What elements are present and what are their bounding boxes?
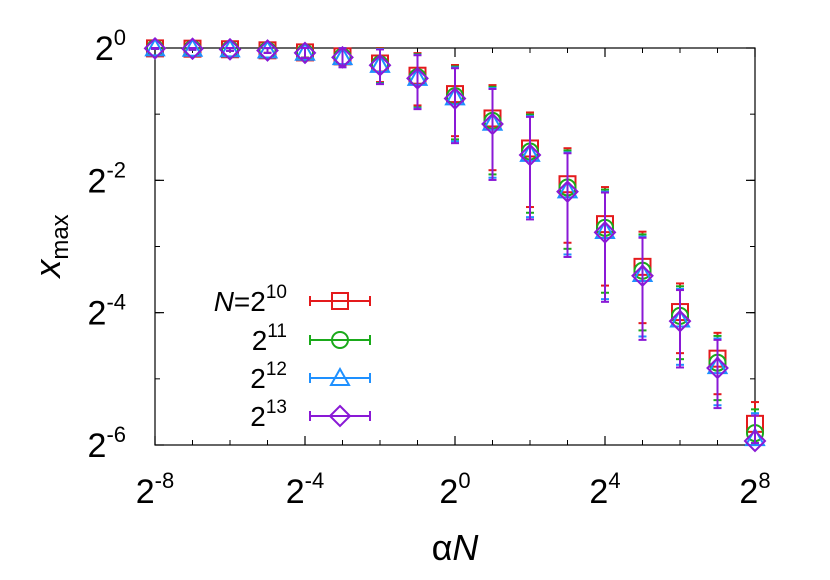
data-point-diamond [293,41,317,65]
x-tick-label-exp: -4 [305,468,325,493]
y-axis-label-sub: max [47,214,74,259]
x-tick-label-base: 2 [589,473,608,511]
y-tick-label-exp: 0 [114,25,126,50]
data-point-diamond [181,37,204,61]
x-tick-label: 2-4 [286,468,324,511]
y-tick-label-base: 2 [88,427,107,465]
x-tick-label: 2-8 [136,468,174,511]
x-tick-label-exp: -8 [155,468,175,493]
x-tick-label-base: 2 [286,473,305,511]
legend-label: N=210 [214,282,287,317]
x-axis-label: αN [432,527,480,568]
legend-marker-square [331,292,349,310]
data-point-diamond [593,220,617,244]
data-point-triangle [256,39,279,59]
legend-label-base: 2 [250,286,266,317]
x-tick-label-base: 2 [739,473,758,511]
x-tick-label: 28 [739,468,770,511]
legend-label-exp: 10 [266,282,287,303]
x-tick-label-exp: 8 [758,468,770,493]
y-tick-label: 2-4 [88,290,126,333]
x-axis-label-base: α [432,527,453,568]
data-point-triangle [144,37,166,57]
data-point-diamond [668,309,692,333]
data-point-triangle [294,41,316,61]
data-point-diamond [556,180,579,204]
data-point-diamond [406,67,429,90]
y-axis-label: xmax [27,214,74,279]
legend-marker-triangle [329,366,351,386]
data-point-diamond [518,143,542,167]
data-point-diamond [143,36,167,60]
legend-label-base: 2 [250,363,266,394]
data-point-triangle [219,38,241,58]
data-point-diamond [743,429,767,453]
data-point-diamond [481,112,504,136]
x-tick-label-exp: 0 [458,468,470,493]
y-tick-label: 2-6 [88,422,126,465]
y-axis-ticks: 202-22-42-6 [88,25,755,465]
y-axis-label-base: x [27,258,68,280]
legend-label-base: 2 [252,325,268,356]
y-tick-label-exp: -6 [106,422,126,447]
data-point-diamond [631,264,654,288]
data-series [143,36,767,453]
legend-label-eq: = [234,286,250,317]
x-tick-label: 24 [589,468,620,511]
data-point-triangle [744,427,766,447]
y-tick-label-base: 2 [95,30,114,68]
data-point-diamond [706,356,729,380]
y-tick-label-base: 2 [88,162,107,200]
x-tick-label-exp: 4 [608,468,620,493]
y-tick-label-base: 2 [88,295,107,333]
legend-label: 211 [252,321,287,356]
legend-marker-diamond [328,404,352,428]
y-tick-label-exp: -4 [106,290,126,315]
data-point-diamond [331,45,354,69]
data-point-diamond [218,37,242,61]
legend-label: 212 [250,359,287,394]
data-point-diamond [256,39,279,62]
y-tick-label-exp: -2 [106,157,126,182]
y-tick-label: 20 [95,25,126,68]
data-point-triangle [181,37,204,57]
legend-label-exp: 11 [267,321,287,342]
series-diamond [143,36,767,453]
data-point-diamond [443,87,467,110]
legend-label: 213 [250,397,287,432]
legend-label-exp: 12 [266,359,287,380]
legend-label-var: N [214,286,235,317]
x-axis-label-var: N [452,527,479,568]
legend-label-base: 2 [250,401,266,432]
y-tick-label: 2-2 [88,157,126,200]
legend-marker-circle [331,331,349,349]
data-point-diamond [368,53,392,77]
x-tick-label-base: 2 [136,473,155,511]
x-tick-label: 20 [439,468,470,511]
legend-label-exp: 13 [266,397,287,418]
x-tick-label-base: 2 [439,473,458,511]
